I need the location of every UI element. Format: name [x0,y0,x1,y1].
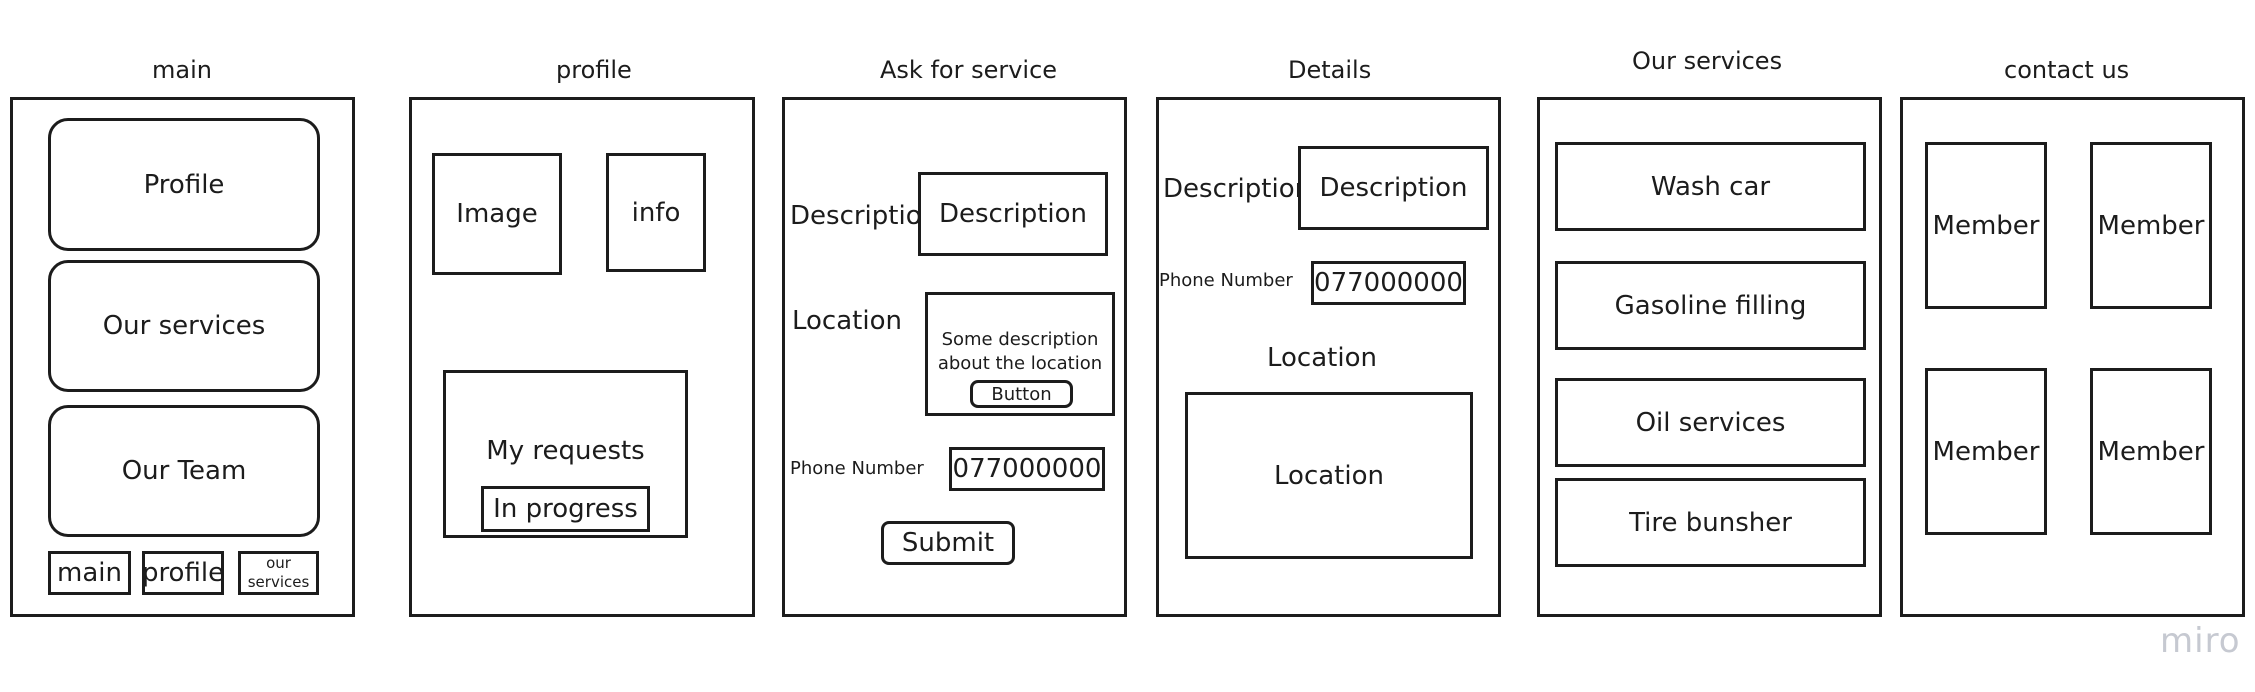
profile-screen-frame: Image info My requests In progress [409,97,755,617]
nav-profile-button[interactable]: profile [142,551,224,595]
our-team-button[interactable]: Our Team [48,405,320,537]
ask-phone-value: 077000000 [952,454,1102,484]
in-progress-label: In progress [493,494,638,524]
profile-screen-title: profile [556,56,632,84]
contact-screen-title: contact us [2004,56,2130,84]
ask-phone-field[interactable]: 077000000 [949,447,1105,491]
our-services-button[interactable]: Our services [48,260,320,392]
nav-profile-label: profile [141,558,225,588]
our-team-button-label: Our Team [121,456,247,486]
ask-location-panel: Some description about the location Butt… [925,292,1115,416]
submit-button[interactable]: Submit [881,521,1015,565]
nav-main-button[interactable]: main [48,551,131,595]
ask-location-button[interactable]: Button [970,380,1073,408]
details-location-map[interactable]: Location [1185,392,1473,559]
services-screen-frame: Wash car Gasoline filling Oil services T… [1537,97,1882,617]
profile-info-label: info [631,197,681,228]
ask-description-field[interactable]: Description [918,172,1108,256]
details-phone-value: 077000000 [1311,261,1466,305]
ask-screen-title: Ask for service [880,56,1058,84]
details-description-label: Description [1163,174,1312,204]
details-location-map-label: Location [1274,460,1384,491]
service-wash-car-label: Wash car [1650,171,1771,202]
nav-our-services-button[interactable]: our services [238,551,319,595]
details-screen-title: Details [1288,56,1372,84]
nav-our-services-label: our services [247,553,310,592]
profile-info: info [606,153,706,272]
details-description-value: Description [1298,146,1489,230]
service-gasoline-filling-label: Gasoline filling [1614,290,1807,321]
member-card[interactable]: Member [1925,368,2047,535]
miro-watermark: miro [2160,621,2241,661]
service-oil-services[interactable]: Oil services [1555,378,1866,467]
member-card-label: Member [1932,436,2040,467]
member-card-label: Member [1932,210,2040,241]
service-tire-bunsher[interactable]: Tire bunsher [1555,478,1866,567]
details-screen-frame: Description Description Phone Number 077… [1156,97,1501,617]
service-wash-car[interactable]: Wash car [1555,142,1866,231]
ask-location-description: Some description about the location [937,329,1103,375]
contact-screen-frame: Member Member Member Member [1900,97,2245,617]
my-requests-label: My requests [486,436,645,466]
member-card[interactable]: Member [2090,368,2212,535]
main-screen-frame: Profile Our services Our Team main profi… [10,97,355,617]
profile-button[interactable]: Profile [48,118,320,251]
services-screen-title: Our services [1632,47,1783,75]
member-card-label: Member [2097,210,2205,241]
member-card[interactable]: Member [2090,142,2212,309]
service-tire-bunsher-label: Tire bunsher [1629,507,1792,538]
main-screen-title: main [152,56,212,84]
details-location-label: Location [1267,343,1377,373]
ask-description-label: Description [790,201,939,231]
details-phone-text: 077000000 [1314,268,1463,298]
service-oil-services-label: Oil services [1635,407,1786,438]
profile-button-label: Profile [143,169,225,200]
ask-description-placeholder: Description [938,199,1088,229]
profile-image-label: Image [456,199,538,229]
details-phone-label: Phone Number [1159,270,1293,291]
our-services-button-label: Our services [102,311,266,341]
ask-location-button-label: Button [991,383,1052,405]
service-gasoline-filling[interactable]: Gasoline filling [1555,261,1866,350]
nav-main-label: main [57,558,122,588]
my-requests-panel[interactable]: My requests In progress [443,370,688,538]
member-card[interactable]: Member [1925,142,2047,309]
in-progress-item[interactable]: In progress [481,486,650,532]
member-card-label: Member [2097,436,2205,467]
details-description-text: Description [1319,173,1468,203]
ask-location-label: Location [792,306,902,336]
ask-screen-frame: Description Description Location Some de… [782,97,1127,617]
submit-button-label: Submit [901,528,995,558]
profile-image: Image [432,153,562,275]
ask-phone-label: Phone Number [790,458,924,479]
